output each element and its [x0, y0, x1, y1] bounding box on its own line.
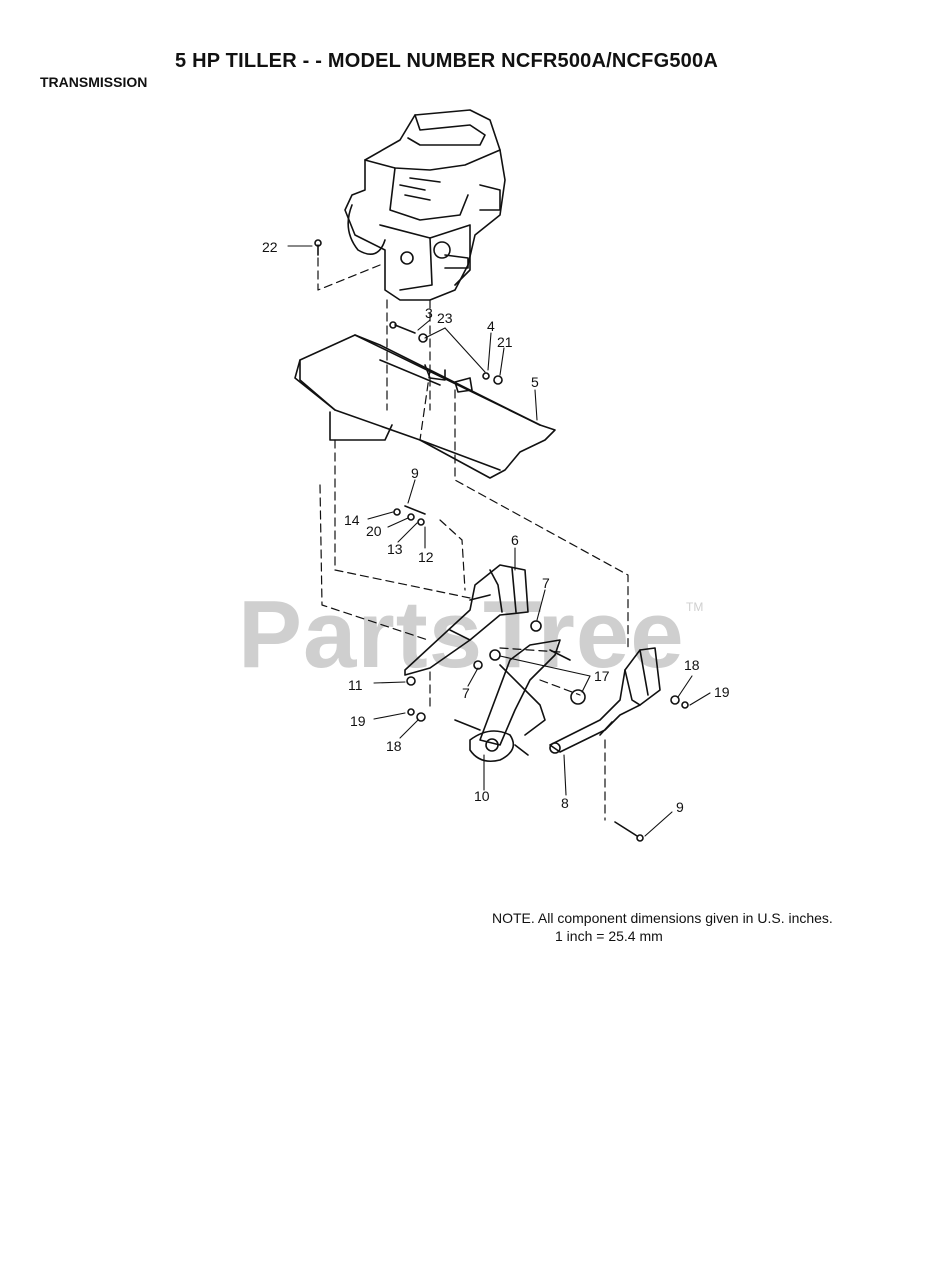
callout-11: 11 [348, 677, 363, 693]
fasteners-drawing [314, 239, 689, 842]
callout-19: 19 [714, 684, 730, 700]
callout-8: 8 [561, 795, 569, 811]
callout-3: 3 [425, 305, 433, 321]
callout-10: 10 [474, 788, 490, 804]
callout-6: 6 [511, 532, 519, 548]
callout-17: 17 [594, 668, 610, 684]
callout-7: 7 [542, 575, 550, 591]
callout-7: 7 [462, 685, 470, 701]
callout-9: 9 [676, 799, 684, 815]
watermark: PartsTree [238, 581, 685, 688]
section-label: TRANSMISSION [40, 74, 148, 90]
note-dimensions: NOTE. All component dimensions given in … [492, 910, 833, 926]
callout-9: 9 [411, 465, 419, 481]
callout-14: 14 [344, 512, 360, 528]
engine-drawing [344, 109, 506, 301]
watermark-tm: TM [686, 600, 704, 614]
callout-12: 12 [418, 549, 434, 565]
right-housing-drawing [549, 647, 661, 754]
assembly-lines [317, 257, 629, 821]
callout-23: 23 [437, 310, 453, 326]
transmission-housing-drawing [404, 564, 529, 676]
callout-19: 19 [350, 713, 366, 729]
callout-labels: 22 3 23 4 21 5 9 14 20 13 12 6 7 17 7 11… [262, 239, 730, 815]
callout-21: 21 [497, 334, 513, 350]
page-title: 5 HP TILLER - - MODEL NUMBER NCFR500A/NC… [175, 50, 718, 72]
callout-5: 5 [531, 374, 539, 390]
tine-shield-drawing [294, 334, 556, 479]
note-conversion: 1 inch = 25.4 mm [555, 928, 663, 944]
callout-22: 22 [262, 239, 278, 255]
callout-20: 20 [366, 523, 382, 539]
callout-4: 4 [487, 318, 495, 334]
callout-18: 18 [684, 657, 700, 673]
chain-case-drawing [454, 639, 561, 763]
leader-lines [287, 245, 711, 837]
callout-13: 13 [387, 541, 403, 557]
callout-18: 18 [386, 738, 402, 754]
